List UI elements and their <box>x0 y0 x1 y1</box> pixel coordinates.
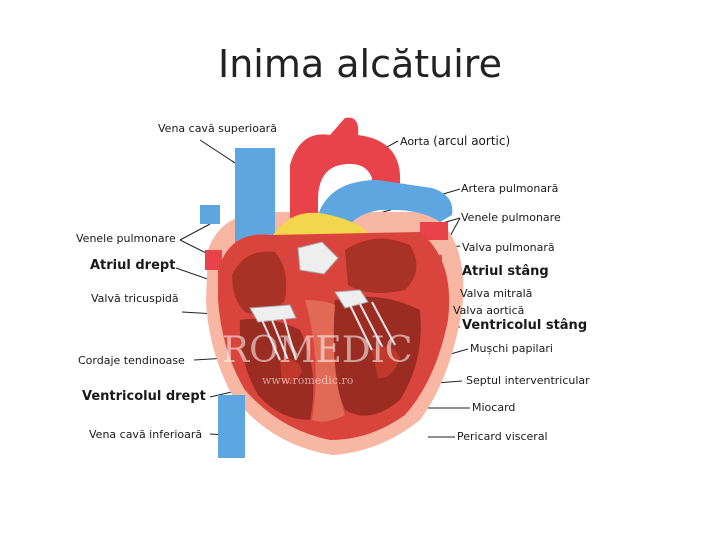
label-aorta-sub: (arcul aortic) <box>433 134 511 148</box>
heart-illustration: ROMEDIC www.romedic.ro <box>200 117 464 458</box>
interventricular-septum <box>305 300 345 422</box>
label-muschi-papilari: Mușchi papilari <box>470 342 553 355</box>
label-miocard: Miocard <box>472 401 516 414</box>
label-atriul-drept: Atriul drept <box>90 258 176 273</box>
pulmonary-vein-upper-left <box>200 205 220 224</box>
label-artera-pulmonara: Artera pulmonară <box>461 182 559 195</box>
label-venele-pulmonare-left: Venele pulmonare <box>76 232 176 245</box>
aortic-valve <box>334 289 369 309</box>
label-pericard-visceral: Pericard visceral <box>457 430 548 443</box>
left-atrium <box>345 238 417 294</box>
label-cordaje-tendinoase: Cordaje tendinoase <box>78 354 185 367</box>
label-valva-mitrala: Valva mitrală <box>460 287 533 300</box>
label-venele-pulmonare-right: Venele pulmonare <box>461 211 561 224</box>
papillary-muscle <box>372 346 400 379</box>
pulmonary-artery <box>318 180 453 235</box>
pulmonary-vein-upper-right <box>420 222 448 240</box>
superior-vena-cava <box>235 148 275 245</box>
pulmonary-valve <box>297 241 339 275</box>
papillary-muscle-right <box>280 358 302 384</box>
label-ventricolul-stang: Ventricolul stâng <box>462 318 588 333</box>
tricuspid-valve <box>249 304 297 323</box>
pulmonary-vein-lower-left <box>205 250 222 270</box>
page-title: Inima alcătuire <box>218 42 502 86</box>
label-atriul-stang: Atriul stâng <box>462 264 549 279</box>
label-ventricolul-drept: Ventricolul drept <box>82 389 206 404</box>
label-vena-cava-superioara: Vena cavă superioară <box>158 122 277 135</box>
inferior-vena-cava <box>218 395 245 458</box>
chordae-tendineae <box>261 301 396 366</box>
label-valva-aortica: Valva aortică <box>453 304 525 317</box>
label-aorta-main: Aorta <box>400 135 430 148</box>
label-vena-cava-inferioara: Vena cavă inferioară <box>89 428 203 441</box>
right-atrium <box>232 251 287 315</box>
watermark-brand: ROMEDIC <box>222 330 412 371</box>
label-valva-tricuspida: Valvă tricuspidă <box>91 292 179 305</box>
watermark-url: www.romedic.ro <box>262 374 354 387</box>
label-valva-pulmonara: Valva pulmonară <box>462 241 555 254</box>
right-ventricle <box>239 318 314 420</box>
label-septul-interventricular: Septul interventricular <box>466 374 590 387</box>
label-aorta: Aorta (arcul aortic) <box>400 134 510 149</box>
